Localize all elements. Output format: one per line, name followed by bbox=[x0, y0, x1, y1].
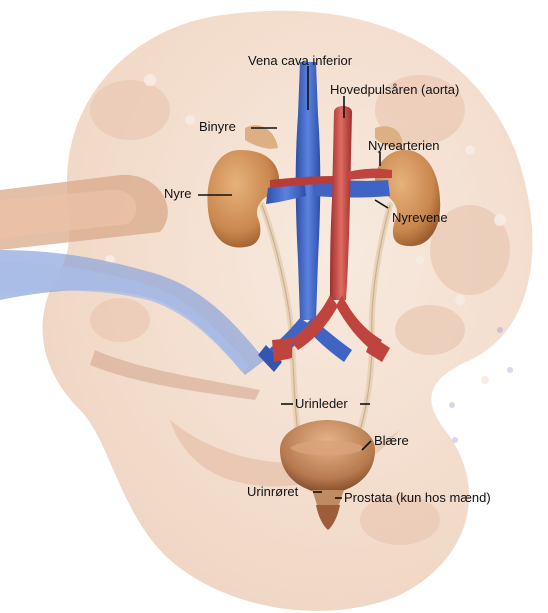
label-urinleder: Urinleder bbox=[295, 396, 348, 411]
label-nyrevene: Nyrevene bbox=[392, 210, 448, 225]
label-vena-cava-inferior: Vena cava inferior bbox=[248, 53, 352, 68]
label-urinroret: Urinrøret bbox=[247, 484, 298, 499]
label-nyre: Nyre bbox=[164, 186, 191, 201]
label-blaere: Blære bbox=[374, 433, 409, 448]
label-binyre: Binyre bbox=[199, 119, 236, 134]
label-aorta: Hovedpulsåren (aorta) bbox=[330, 82, 459, 97]
label-prostata: Prostata (kun hos mænd) bbox=[344, 490, 491, 505]
label-nyrearterien: Nyrearterien bbox=[368, 138, 440, 153]
background-kidney bbox=[0, 11, 532, 611]
